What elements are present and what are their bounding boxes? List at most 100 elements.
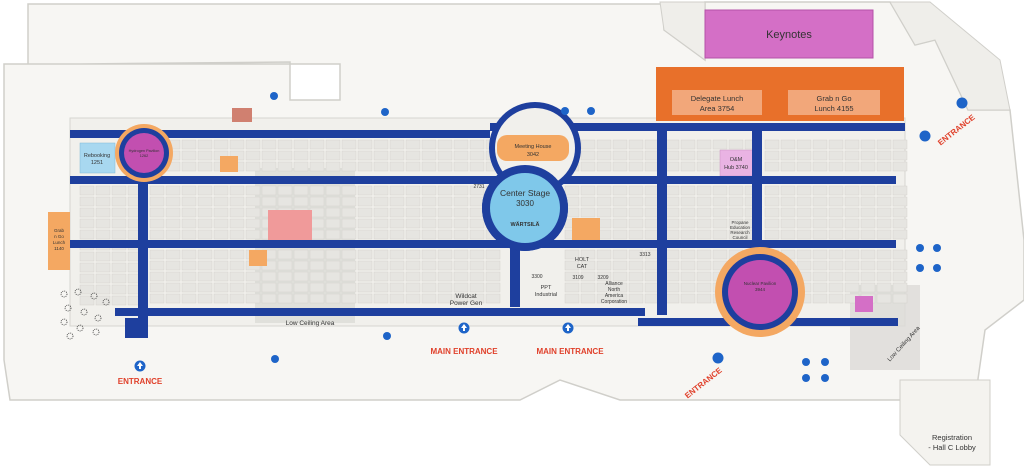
booth[interactable] bbox=[812, 161, 828, 172]
booth[interactable] bbox=[596, 271, 612, 282]
booth[interactable] bbox=[111, 229, 127, 240]
booth[interactable] bbox=[293, 196, 309, 207]
booth[interactable] bbox=[812, 260, 828, 271]
booth[interactable] bbox=[325, 282, 341, 293]
booth[interactable] bbox=[405, 271, 421, 282]
booth[interactable] bbox=[469, 161, 485, 172]
booth[interactable] bbox=[453, 207, 469, 218]
booth[interactable] bbox=[764, 229, 780, 240]
booth[interactable] bbox=[860, 249, 876, 260]
booth[interactable] bbox=[389, 196, 405, 207]
booth[interactable] bbox=[357, 293, 373, 304]
booth[interactable] bbox=[664, 196, 680, 207]
booth[interactable] bbox=[149, 260, 165, 271]
booth[interactable] bbox=[844, 161, 860, 172]
booth[interactable] bbox=[245, 150, 261, 161]
booth[interactable] bbox=[628, 218, 644, 229]
booth[interactable] bbox=[437, 293, 453, 304]
booth[interactable] bbox=[181, 139, 197, 150]
booth[interactable] bbox=[828, 196, 844, 207]
booth[interactable] bbox=[277, 260, 293, 271]
orange-booth-2[interactable] bbox=[249, 250, 267, 266]
booth[interactable] bbox=[812, 218, 828, 229]
booth[interactable] bbox=[325, 196, 341, 207]
booth[interactable] bbox=[796, 207, 812, 218]
booth[interactable] bbox=[612, 271, 628, 282]
booth[interactable] bbox=[111, 218, 127, 229]
booth[interactable] bbox=[277, 150, 293, 161]
booth[interactable] bbox=[580, 161, 596, 172]
booth[interactable] bbox=[696, 139, 712, 150]
booth[interactable] bbox=[628, 139, 644, 150]
booth[interactable] bbox=[95, 262, 111, 273]
booth[interactable] bbox=[796, 150, 812, 161]
sponsor-booth-pink[interactable] bbox=[268, 210, 312, 240]
booth[interactable] bbox=[828, 271, 844, 282]
booth[interactable] bbox=[844, 196, 860, 207]
booth[interactable] bbox=[309, 293, 325, 304]
booth[interactable] bbox=[644, 185, 660, 196]
booth[interactable] bbox=[181, 271, 197, 282]
booth[interactable] bbox=[309, 249, 325, 260]
booth[interactable] bbox=[181, 218, 197, 229]
booth[interactable] bbox=[229, 293, 245, 304]
booth[interactable] bbox=[628, 150, 644, 161]
booth[interactable] bbox=[596, 161, 612, 172]
booth[interactable] bbox=[437, 185, 453, 196]
booth[interactable] bbox=[245, 196, 261, 207]
booth[interactable] bbox=[712, 218, 728, 229]
booth[interactable] bbox=[437, 260, 453, 271]
booth[interactable] bbox=[95, 229, 111, 240]
booth[interactable] bbox=[197, 260, 213, 271]
booth[interactable] bbox=[860, 150, 876, 161]
booth[interactable] bbox=[405, 185, 421, 196]
booth[interactable] bbox=[325, 260, 341, 271]
booth[interactable] bbox=[165, 207, 181, 218]
main-entrance-2[interactable]: MAIN ENTRANCE bbox=[536, 322, 604, 357]
booth[interactable] bbox=[437, 282, 453, 293]
booth[interactable] bbox=[696, 293, 712, 304]
booth[interactable] bbox=[405, 293, 421, 304]
booth[interactable] bbox=[341, 161, 357, 172]
booth[interactable] bbox=[79, 273, 95, 284]
booth[interactable] bbox=[357, 282, 373, 293]
booth[interactable] bbox=[453, 282, 469, 293]
booth[interactable] bbox=[876, 293, 892, 304]
booth[interactable] bbox=[612, 249, 628, 260]
booth[interactable] bbox=[844, 185, 860, 196]
booth[interactable] bbox=[469, 139, 485, 150]
booth[interactable] bbox=[245, 139, 261, 150]
booth[interactable] bbox=[373, 218, 389, 229]
booth[interactable] bbox=[644, 196, 660, 207]
keynotes-area[interactable] bbox=[704, 9, 874, 59]
booth[interactable] bbox=[261, 196, 277, 207]
booth[interactable] bbox=[213, 249, 229, 260]
booth[interactable] bbox=[612, 282, 628, 293]
booth[interactable] bbox=[373, 196, 389, 207]
booth[interactable] bbox=[812, 282, 828, 293]
booth[interactable] bbox=[712, 229, 728, 240]
booth[interactable] bbox=[373, 271, 389, 282]
booth[interactable] bbox=[469, 229, 485, 240]
booth[interactable] bbox=[309, 207, 325, 218]
booth[interactable] bbox=[95, 196, 111, 207]
booth[interactable] bbox=[357, 150, 373, 161]
booth[interactable] bbox=[213, 139, 229, 150]
booth[interactable] bbox=[421, 293, 437, 304]
booth[interactable] bbox=[664, 185, 680, 196]
booth[interactable] bbox=[277, 249, 293, 260]
booth[interactable] bbox=[181, 293, 197, 304]
booth[interactable] bbox=[293, 260, 309, 271]
booth[interactable] bbox=[580, 249, 596, 260]
booth[interactable] bbox=[389, 150, 405, 161]
booth[interactable] bbox=[373, 207, 389, 218]
booth[interactable] bbox=[111, 251, 127, 262]
booth[interactable] bbox=[764, 161, 780, 172]
booth[interactable] bbox=[812, 271, 828, 282]
booth[interactable] bbox=[389, 271, 405, 282]
booth[interactable] bbox=[405, 139, 421, 150]
booth[interactable] bbox=[680, 139, 696, 150]
booth[interactable] bbox=[405, 218, 421, 229]
booth[interactable] bbox=[780, 207, 796, 218]
booth[interactable] bbox=[181, 196, 197, 207]
